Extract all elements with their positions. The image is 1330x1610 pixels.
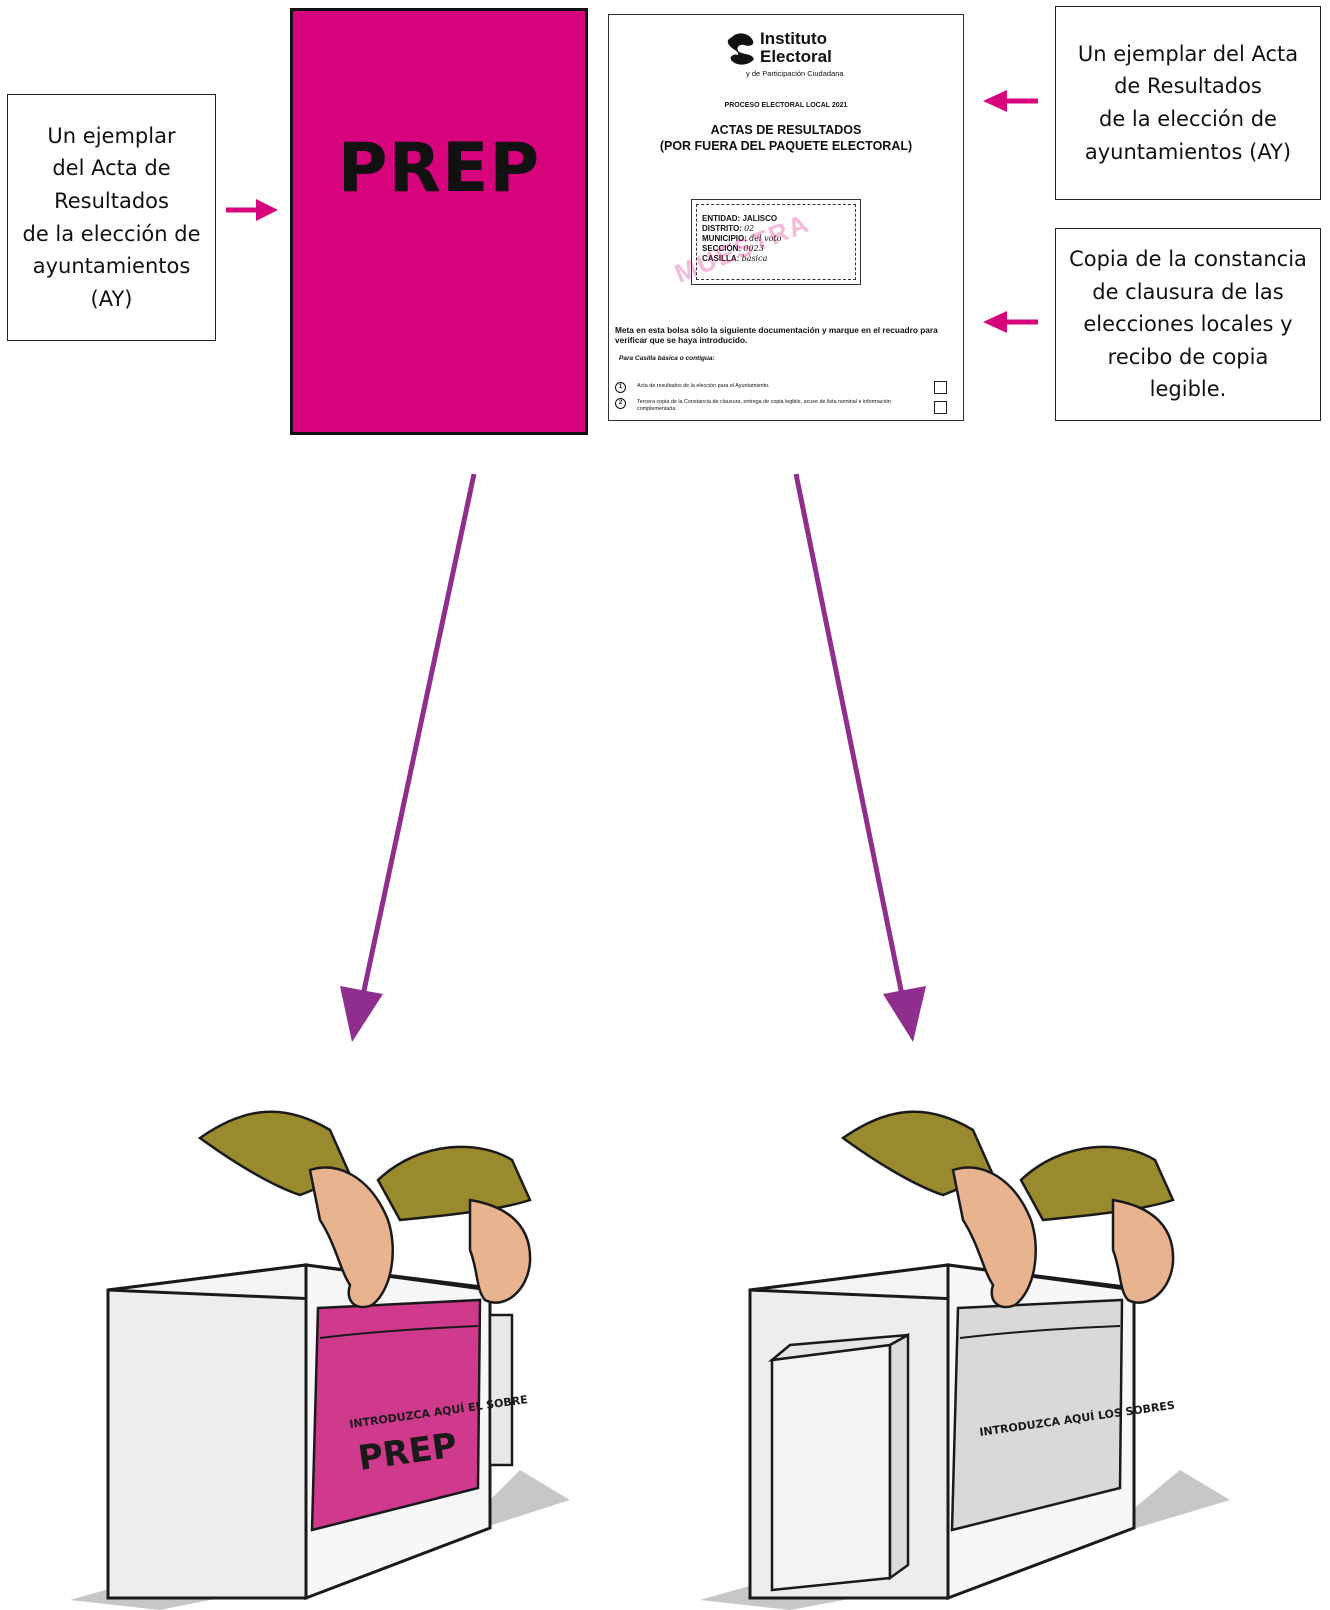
sheet-subheading: Para Casilla básica o contigua: <box>619 355 715 362</box>
sheet-title: ACTAS DE RESULTADOS (POR FUERA DEL PAQUE… <box>609 123 963 154</box>
arrow-envelope-to-prep-box <box>340 474 474 1042</box>
actas-pocket <box>952 1300 1122 1530</box>
note-top-right-text: Un ejemplar del Acta de Resultados de la… <box>1078 38 1298 168</box>
hand-left <box>310 1167 393 1307</box>
logo-line-3: y de Participación Ciudadana <box>746 69 844 78</box>
item-2-checkbox[interactable] <box>934 401 947 414</box>
box-left-face <box>750 1265 948 1598</box>
arrow-sheet-to-acta-box <box>796 474 926 1042</box>
acta-sheet: Instituto Electoral y de Participación C… <box>608 14 964 421</box>
arrow-left-note-to-envelope <box>226 199 278 221</box>
prep-pocket-line-2: PREP <box>356 1425 460 1478</box>
sheet-title-line-1: ACTAS DE RESULTADOS <box>609 123 963 139</box>
arrow-bottom-note-to-sheet <box>983 311 1038 333</box>
iepc-logo: Instituto Electoral y de Participación C… <box>724 29 864 89</box>
actas-ballot-box: INTRODUZCA AQUÍ LOS SOBRES <box>700 1112 1230 1610</box>
sleeve-right <box>378 1147 530 1220</box>
note-bottom-right: Copia de la constancia de clausura de la… <box>1055 228 1321 421</box>
sheet-instructions: Meta en esta bolsa sólo la siguiente doc… <box>615 326 957 346</box>
note-top-right: Un ejemplar del Acta de Resultados de la… <box>1055 6 1321 200</box>
note-left-text: Un ejemplar del Acta de Resultados de la… <box>23 120 201 315</box>
sleeve-left <box>200 1112 350 1195</box>
hand-left <box>953 1167 1036 1307</box>
arrow-top-note-to-sheet <box>983 90 1038 112</box>
box-front-face <box>306 1265 490 1598</box>
box-front-face <box>948 1265 1134 1598</box>
box-top-face <box>108 1265 506 1300</box>
prep-pocket-line-1: INTRODUZCA AQUÍ EL SOBRE <box>349 1393 529 1431</box>
box-side-handle <box>490 1315 512 1465</box>
actas-pocket-label: INTRODUZCA AQUÍ LOS SOBRES <box>979 1399 1176 1439</box>
box-top-face <box>750 1265 1150 1300</box>
iepc-logo-icon <box>724 31 758 67</box>
note-bottom-right-text: Copia de la constancia de clausura de la… <box>1066 243 1310 406</box>
item-number: 2 <box>615 398 626 409</box>
sleeve-left <box>843 1112 993 1195</box>
note-left: Un ejemplar del Acta de Resultados de la… <box>7 94 216 341</box>
sheet-process: PROCESO ELECTORAL LOCAL 2021 <box>609 102 963 109</box>
item-number: 1 <box>615 382 626 393</box>
sleeve-right <box>1021 1147 1173 1220</box>
prep-pocket <box>312 1300 480 1530</box>
prep-ballot-box: INTRODUZCA AQUÍ EL SOBRE PREP <box>70 1112 570 1610</box>
logo-line-2: Electoral <box>760 47 832 67</box>
hand-right <box>470 1200 530 1303</box>
box-shadow <box>700 1470 1230 1610</box>
small-box-front <box>772 1345 890 1590</box>
sheet-title-line-2: (POR FUERA DEL PAQUETE ELECTORAL) <box>609 139 963 155</box>
item-1-checkbox[interactable] <box>934 381 947 394</box>
item-text: Tercera copia de la Constancia de clausu… <box>637 399 927 413</box>
box-shadow <box>70 1470 570 1610</box>
hand-right <box>1113 1200 1173 1303</box>
prep-envelope: PREP <box>290 8 588 435</box>
prep-envelope-label: PREP <box>293 129 585 208</box>
box-left-face <box>108 1265 306 1598</box>
logo-line-1: Instituto <box>760 29 827 49</box>
item-text: Acta de resultados de la elección para e… <box>637 383 927 390</box>
